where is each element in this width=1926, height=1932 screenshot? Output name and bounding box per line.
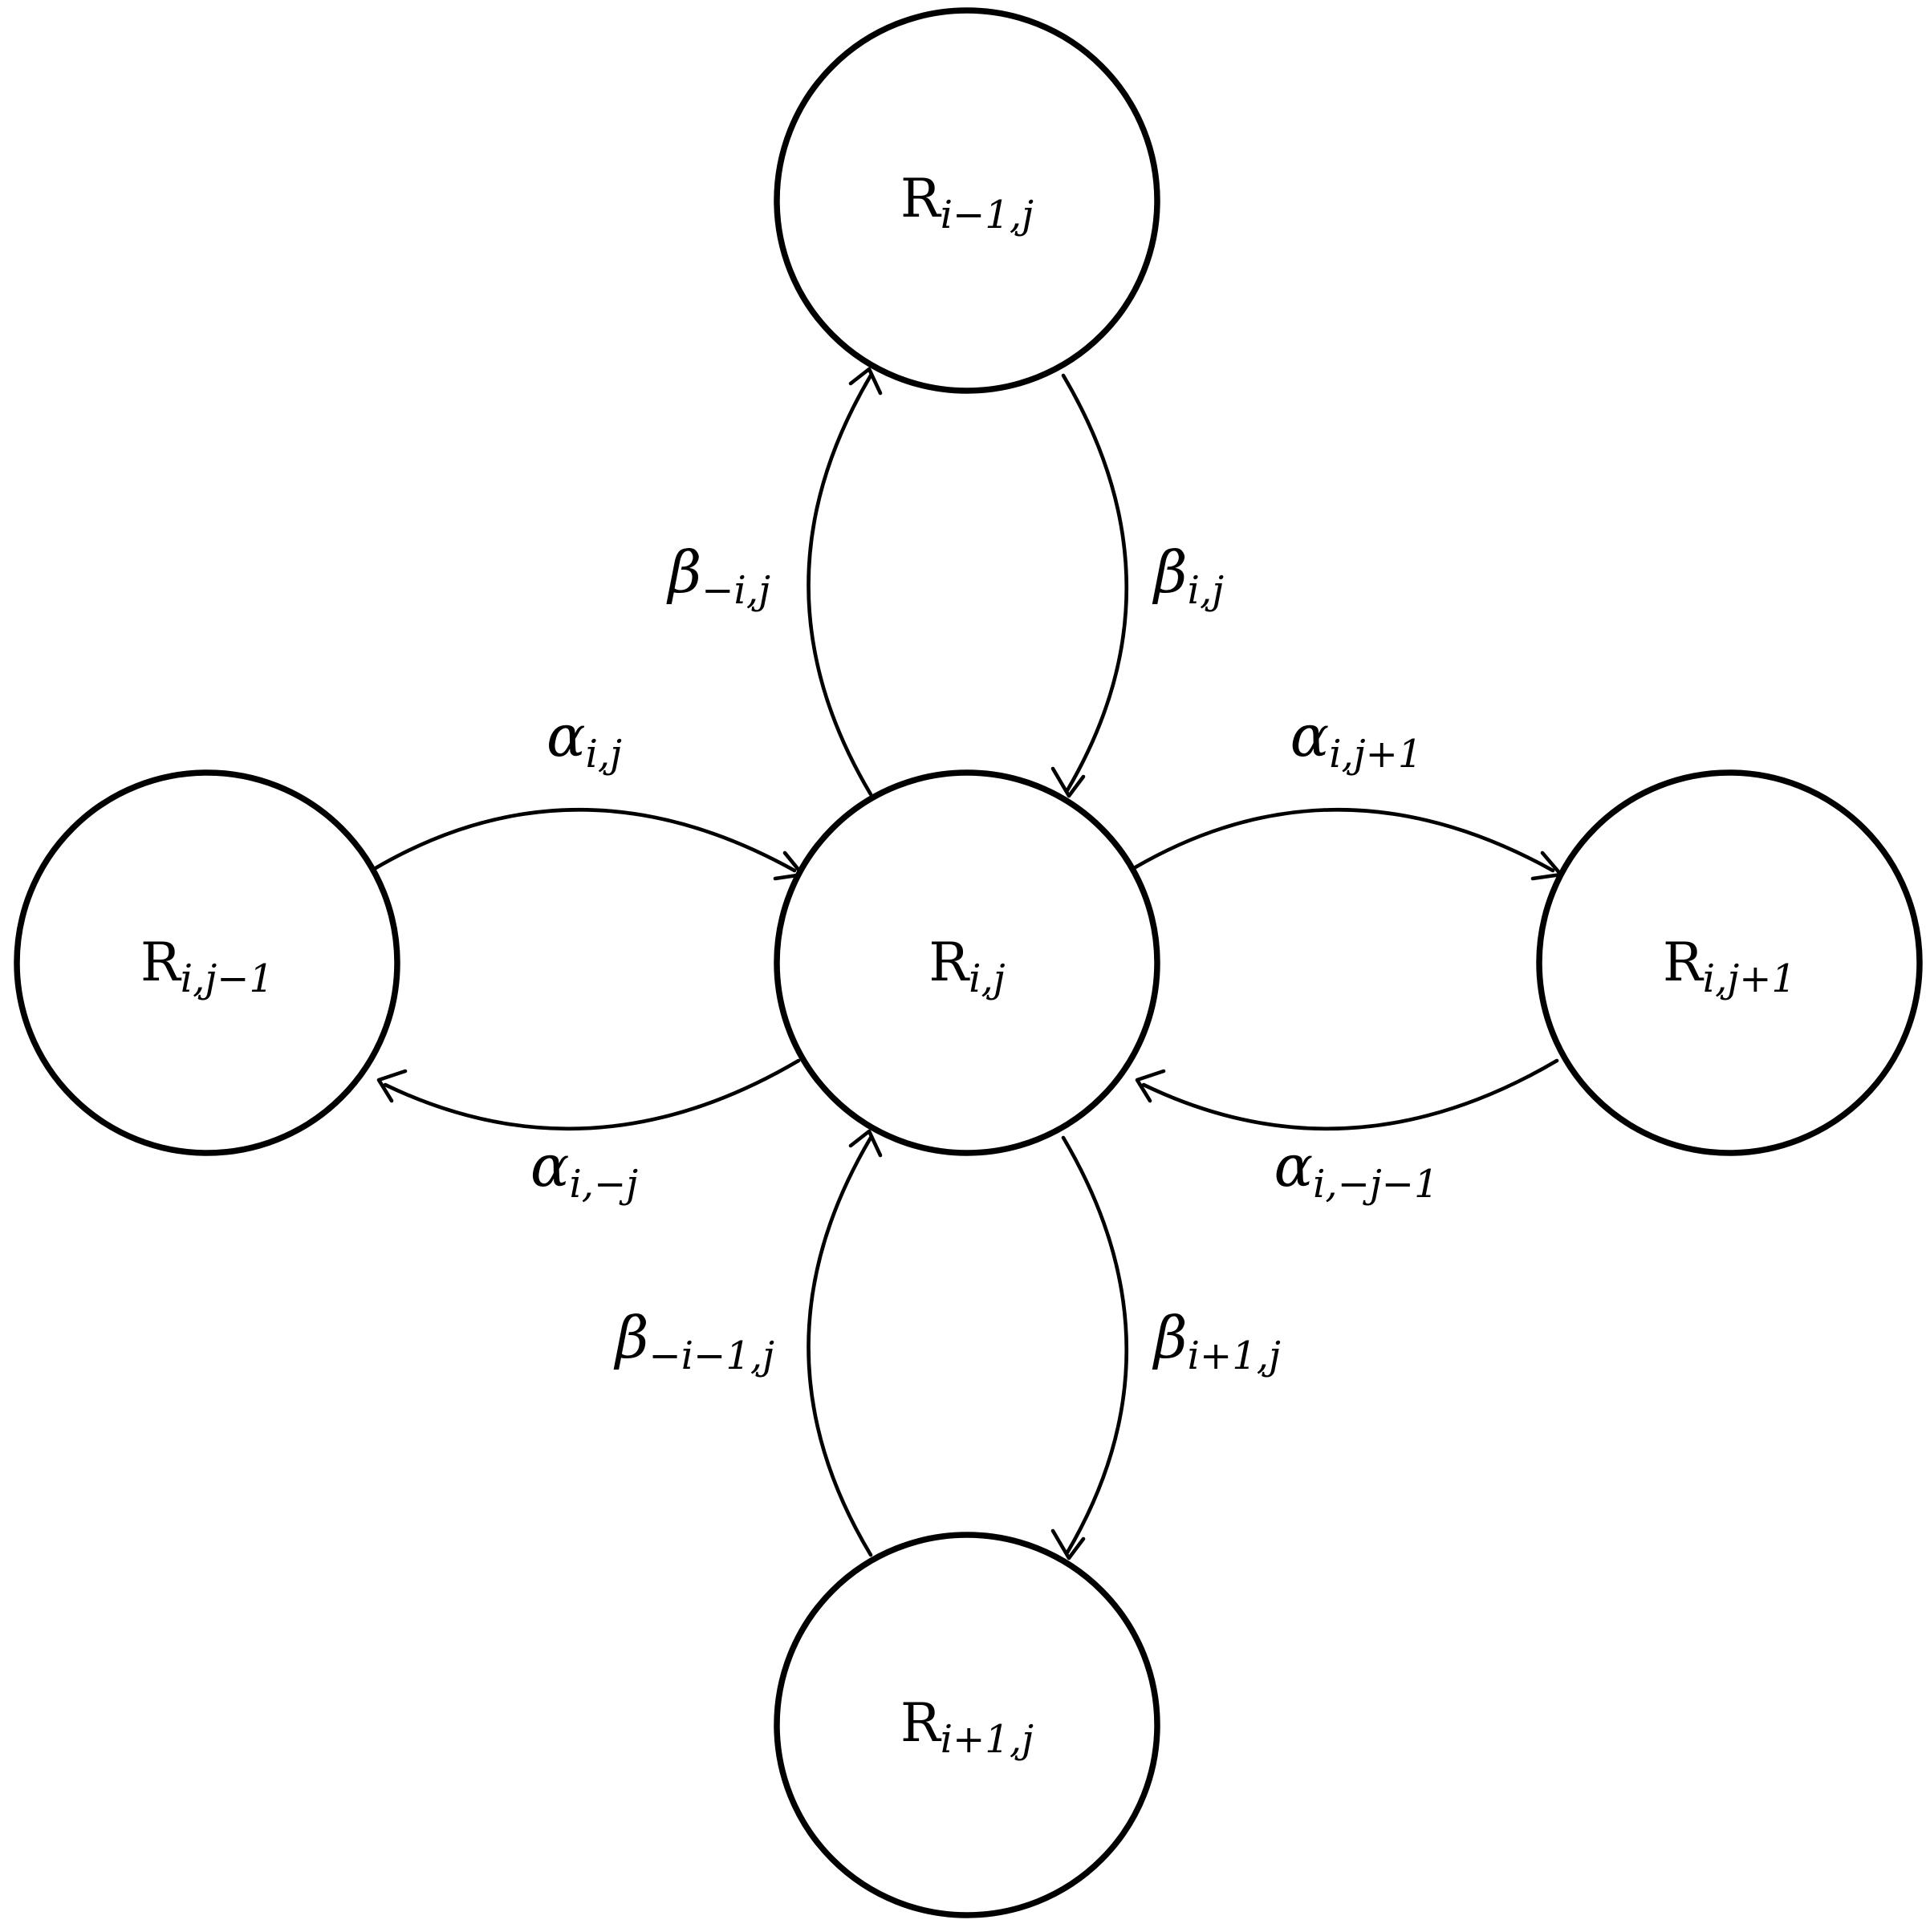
edge-center-to-right — [1132, 807, 1555, 873]
node-top-label: Ri−1,j — [900, 168, 1034, 237]
edge-label-left-to-center: αi,j — [547, 702, 622, 777]
node-right-circle — [1536, 769, 1923, 1156]
edges — [373, 367, 1563, 1561]
arrowhead-bottom-to-center — [848, 1129, 883, 1158]
node-bottom-label: Ri+1,j — [900, 1692, 1034, 1762]
edge-bottom-to-center — [807, 1135, 873, 1557]
edge-labels: αi,j αi,−j αi,j+1 αi,−j−1 β−i,j βi,j β−i… — [530, 538, 1439, 1378]
node-center-circle — [774, 769, 1160, 1156]
arrowhead-right-to-center — [1135, 1069, 1166, 1103]
arrowhead-top-to-center — [1050, 766, 1086, 798]
node-center: Ri,j — [774, 769, 1160, 1156]
node-bottom: Ri+1,j — [774, 1532, 1160, 1918]
edge-label-center-to-left: αi,−j — [530, 1132, 638, 1207]
node-top: Ri−1,j — [774, 7, 1160, 394]
node-bottom-circle — [774, 1532, 1160, 1918]
edge-label-right-to-center: αi,−j−1 — [1274, 1132, 1438, 1207]
edge-top-to-center — [1061, 373, 1129, 793]
edge-right-to-center — [1141, 1058, 1559, 1131]
node-right: Ri,j+1 — [1536, 769, 1923, 1156]
edge-label-center-to-top: β−i,j — [666, 538, 770, 613]
edge-label-center-to-bottom: βi+1,j — [1152, 1304, 1281, 1378]
arrowhead-center-to-left — [376, 1069, 408, 1103]
edge-label-center-to-right: αi,j+1 — [1290, 702, 1423, 777]
edge-label-top-to-center: βi,j — [1152, 538, 1224, 613]
edge-left-to-center — [373, 807, 797, 873]
node-top-circle — [774, 7, 1160, 394]
node-left: Ri,j−1 — [14, 769, 400, 1156]
node-right-label: Ri,j+1 — [1663, 932, 1796, 1001]
edge-center-to-left — [383, 1058, 801, 1131]
edge-label-bottom-to-center: β−i−1,j — [613, 1304, 774, 1378]
node-left-circle — [14, 769, 400, 1156]
arrowhead-center-to-top — [848, 367, 883, 396]
arrowhead-center-to-bottom — [1050, 1528, 1086, 1561]
edge-center-to-bottom — [1061, 1135, 1129, 1555]
node-left-label: Ri,j−1 — [140, 932, 274, 1001]
node-center-label: Ri,j — [928, 932, 1005, 1001]
edge-center-to-top — [807, 373, 873, 797]
